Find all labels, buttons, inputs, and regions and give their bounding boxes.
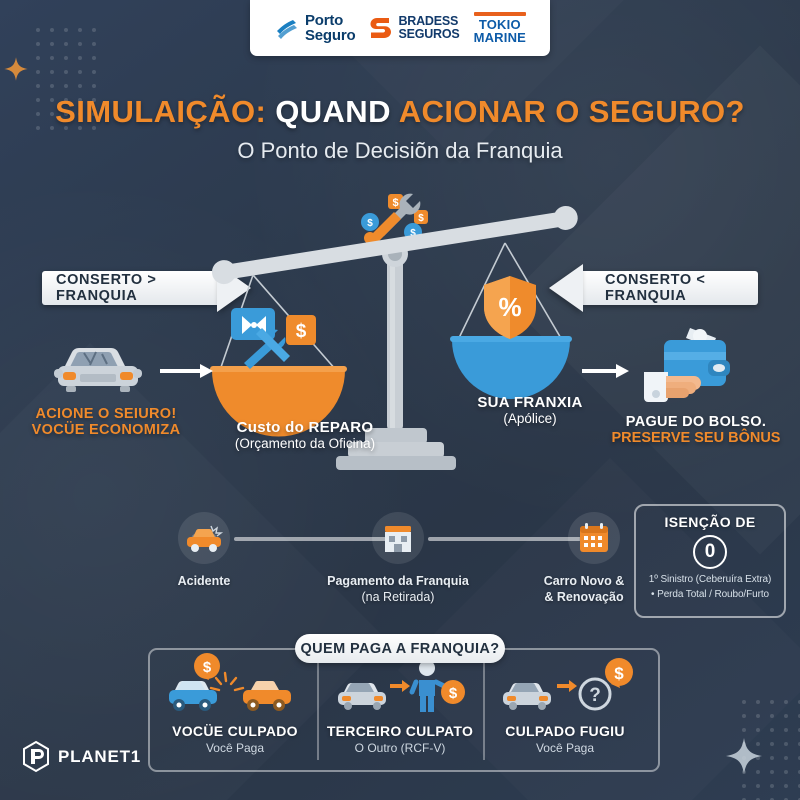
label-acione-line2: VOCÜE ECONOMIZA	[31, 422, 181, 438]
label-pague-line2: PRESERVE SEU BÔNUS	[611, 430, 781, 446]
brand-bradesco-line2: SEGUROS	[398, 27, 460, 41]
tokio-marine-bar-icon	[473, 11, 526, 16]
panel-0-line1: VOCÜE CULPADO	[172, 723, 298, 739]
footer-logo: PLANET1	[22, 740, 142, 773]
brand-tokio-line1: TOKIO	[478, 16, 521, 32]
timeline-2-line1: Carro Novo &	[543, 574, 625, 588]
banner-conserto-menor: CONSERTO < FRANQUIA	[549, 264, 758, 312]
label-pague-do-bolso: PAGUE DO BOLSO. PRESERVE SEU BÔNUS	[596, 414, 796, 446]
banner-left-label: CONSERTO > FRANQUIA	[56, 272, 157, 304]
svg-text:$: $	[410, 228, 416, 239]
workshop-icon	[385, 526, 411, 552]
timeline-1-line2: (na Retirada)	[361, 589, 435, 604]
title-part-3: ACIONAR O SEGURO?	[398, 94, 745, 129]
svg-text:$: $	[418, 213, 424, 224]
svg-text:$: $	[449, 685, 458, 702]
panel-icon-2: ? $	[480, 652, 650, 714]
percent-symbol: %	[498, 292, 521, 322]
timeline-2-line2: & Renovação	[544, 589, 624, 604]
two-cars-collision-icon: $	[169, 653, 291, 711]
timeline-caption-acidente: Acidente	[124, 574, 284, 590]
banner-right-label: CONSERTO < FRANQUIA	[605, 272, 706, 304]
label-acione-seguro: ACIONE O SEIURO! VOCÜE ECONOMIZA	[6, 406, 206, 438]
money-symbol-left: $	[296, 321, 307, 342]
left-pan: $	[210, 274, 347, 437]
planet1-logo-text: PLANET1	[58, 746, 142, 766]
label-custo-line1: Custo do REPARO	[236, 419, 374, 436]
car-crash-icon	[187, 525, 224, 552]
label-franquia-line2: (Apólice)	[503, 411, 557, 426]
svg-text:$: $	[614, 664, 624, 683]
timeline-node-pagamento	[372, 512, 424, 564]
brand-bradesco-line1: BRADESS	[398, 14, 459, 29]
brand-tokio-line2: MARINE	[473, 30, 527, 45]
calendar-icon	[580, 523, 608, 552]
panel-2-line1: CULPADO FUGIU	[505, 723, 625, 739]
isencao-bullet-1: 1º Sinistro (Ceberuíra Extra)	[648, 574, 772, 585]
timeline-node-acidente	[178, 512, 230, 564]
third-party-person-icon: $	[338, 660, 465, 712]
brand-porto-seguro: Porto Seguro	[274, 11, 356, 44]
panel-cell-culpado-fugiu: ? $ CULPADO FUGIU Você Paga	[480, 652, 650, 755]
isencao-title: ISENÇÃO DE	[664, 514, 756, 530]
isencao-bullet-2: • Perda Total / Roubo/Furto	[651, 588, 769, 600]
bradesco-logo-icon	[370, 18, 392, 38]
porto-seguro-logo-icon	[276, 20, 297, 39]
arrow-right-small-icon	[160, 363, 214, 379]
page-title: SIMULAIÇÃO: QUAND ACIONAR O SEGURO?	[0, 94, 800, 130]
svg-text:$: $	[203, 659, 212, 676]
panel-cell-terceiro-culpado: $ TERCEIRO CULPATO O Outro (RCF-V)	[315, 652, 485, 755]
label-sua-franquia: SUA FRANXIA (Apólice)	[440, 394, 620, 426]
panel-icon-1: $	[315, 652, 485, 714]
damaged-car-icon	[52, 336, 144, 398]
sparkle-icon	[3, 56, 29, 82]
timeline-connector	[234, 537, 394, 541]
brand-tokio-marine: TOKIO MARINE	[473, 11, 527, 45]
arrow-right-small-icon	[582, 363, 630, 379]
brand-porto-line1: Porto	[304, 11, 344, 29]
panel-1-line2: O Outro (RCF-V)	[354, 741, 446, 755]
panel-title-pill: QUEM PAGA A FRANQUIA?	[295, 634, 505, 663]
process-timeline: Acidente Pagamento da Franquia (na Retir…	[176, 512, 626, 612]
svg-text:$: $	[367, 218, 373, 229]
timeline-caption-pagamento: Pagamento da Franquia (na Retirada)	[318, 574, 478, 605]
planet1-mark-icon	[22, 740, 50, 773]
sparkle-icon	[724, 736, 764, 776]
label-custo-reparo: Custo do REPARO (Orçamento da Oficina)	[205, 419, 405, 451]
isencao-value: 0	[693, 535, 727, 569]
wallet-payment-icon	[638, 322, 750, 406]
page-subtitle: O Ponto de Decisiõn da Franquia	[237, 138, 563, 163]
timeline-connector	[428, 537, 588, 541]
panel-divider	[483, 660, 485, 760]
title-part-2: QUAND	[275, 94, 391, 129]
panel-1-line1: TERCEIRO CULPATO	[326, 723, 474, 739]
timeline-node-renovacao	[568, 512, 620, 564]
brand-porto-line2: Seguro	[304, 27, 356, 44]
label-custo-line2: (Orçamento da Oficina)	[234, 436, 376, 451]
isencao-box: ISENÇÃO DE 0 1º Sinistro (Ceberuíra Extr…	[634, 504, 786, 618]
panel-0-line2: Você Paga	[205, 741, 265, 755]
label-acione-line1: ACIONE O SEIURO!	[35, 406, 177, 422]
panel-icon-0: $	[150, 652, 320, 714]
panel-cell-voce-culpado: $ VOCÜE CULPADO Você Paga	[150, 652, 320, 755]
banner-conserto-maior: CONSERTO > FRANQUIA	[42, 264, 251, 312]
label-franquia-line1: SUA FRANXIA	[477, 394, 583, 411]
panel-2-line2: Você Paga	[535, 741, 595, 755]
timeline-caption-renovacao: Carro Novo & & Renovação	[504, 574, 664, 605]
svg-text:?: ?	[589, 685, 601, 706]
label-pague-line1: PAGUE DO BOLSO.	[625, 414, 767, 430]
timeline-0-line1: Acidente	[177, 574, 231, 588]
tools-and-coins-icon: $ $ $ $	[361, 193, 428, 244]
panel-divider	[317, 660, 319, 760]
right-pan: %	[450, 242, 572, 399]
brand-bradesco-seguros: BRADESS SEGUROS	[369, 14, 460, 41]
arrow-left-icon	[549, 264, 583, 312]
unknown-driver-icon: ? $	[503, 658, 633, 711]
balance-scale-illustration: $ $ $ $	[170, 180, 630, 480]
title-part-1: SIMULAIÇÃO:	[55, 94, 267, 129]
svg-text:$: $	[392, 197, 398, 209]
brand-bar: Porto Seguro BRADESS SEGUROS TOKIO MARIN…	[250, 0, 550, 56]
timeline-1-line1: Pagamento da Franquia	[327, 574, 469, 588]
